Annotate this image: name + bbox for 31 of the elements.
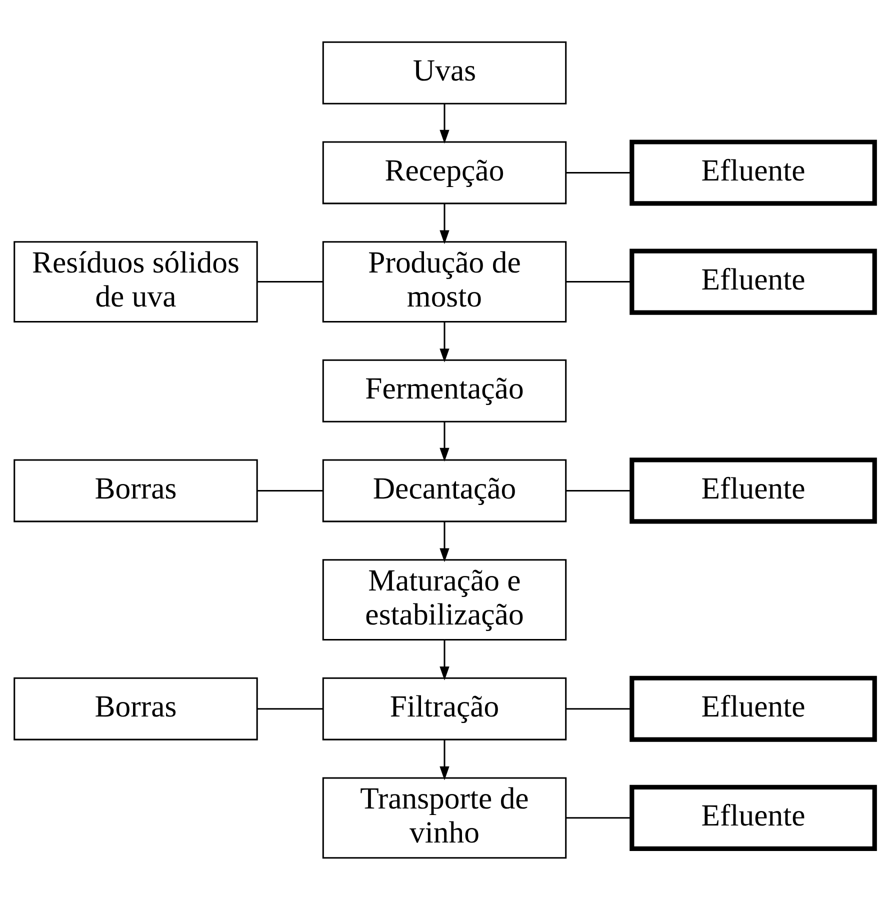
connector <box>257 280 324 282</box>
connector <box>257 708 324 710</box>
connector <box>257 489 324 491</box>
connector <box>566 708 632 710</box>
node-box: Filtração <box>322 676 567 740</box>
connector <box>566 171 632 173</box>
node-box: Maturação e estabilização <box>322 558 567 640</box>
node-box: Resíduos sólidos de uva <box>14 240 258 322</box>
arrow <box>440 521 450 562</box>
arrow <box>440 103 450 144</box>
node-box: Efluente <box>630 457 877 524</box>
node-box: Efluente <box>630 248 877 314</box>
arrow <box>440 739 450 780</box>
node-box: Efluente <box>630 675 877 742</box>
node-box: Efluente <box>630 139 877 206</box>
arrow <box>440 203 450 244</box>
node-box: Recepção <box>322 140 567 204</box>
connector <box>566 816 632 818</box>
arrow <box>440 421 450 462</box>
arrow <box>440 639 450 680</box>
node-box: Decantação <box>322 458 567 522</box>
node-box: Uvas <box>322 40 567 104</box>
connector <box>566 489 632 491</box>
node-box: Fermentação <box>322 358 567 422</box>
node-box: Efluente <box>630 784 877 850</box>
node-box: Produção de mosto <box>322 240 567 322</box>
connector <box>566 280 632 282</box>
node-box: Borras <box>14 458 258 522</box>
node-box: Borras <box>14 676 258 740</box>
node-box: Transporte de vinho <box>322 776 567 858</box>
arrow <box>440 321 450 362</box>
